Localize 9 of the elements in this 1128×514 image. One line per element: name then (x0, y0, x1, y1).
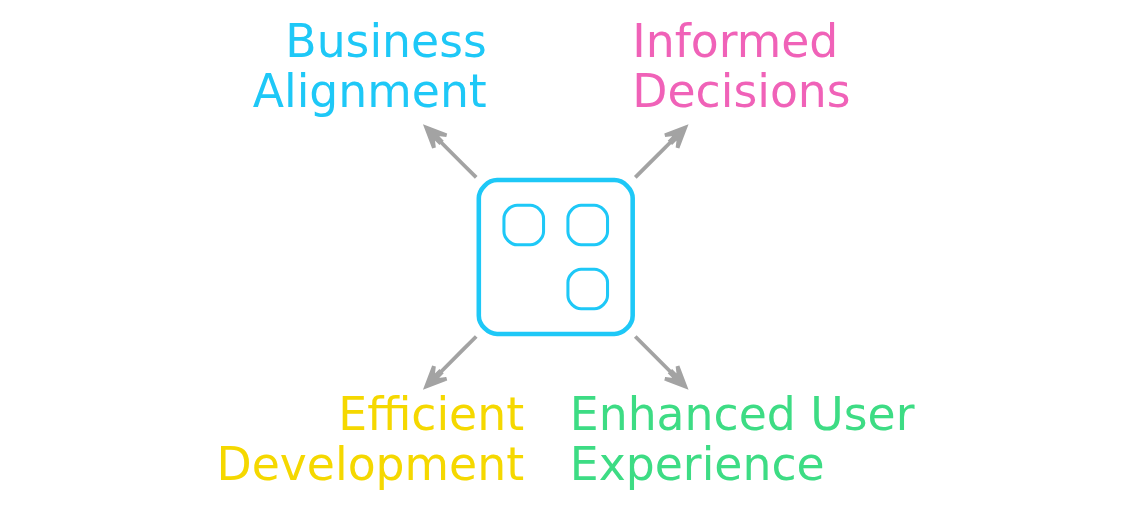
node-text: Efficient Development (216, 387, 524, 491)
node-text: Informed Decisions (631, 15, 851, 119)
arrow (633, 125, 687, 179)
node-text: Enhanced User Experience (569, 387, 914, 491)
node-text: Business Alignment (252, 15, 487, 119)
node-picture (476, 177, 635, 337)
arrow (423, 335, 478, 389)
arrow (633, 335, 687, 389)
arrow (423, 125, 478, 179)
